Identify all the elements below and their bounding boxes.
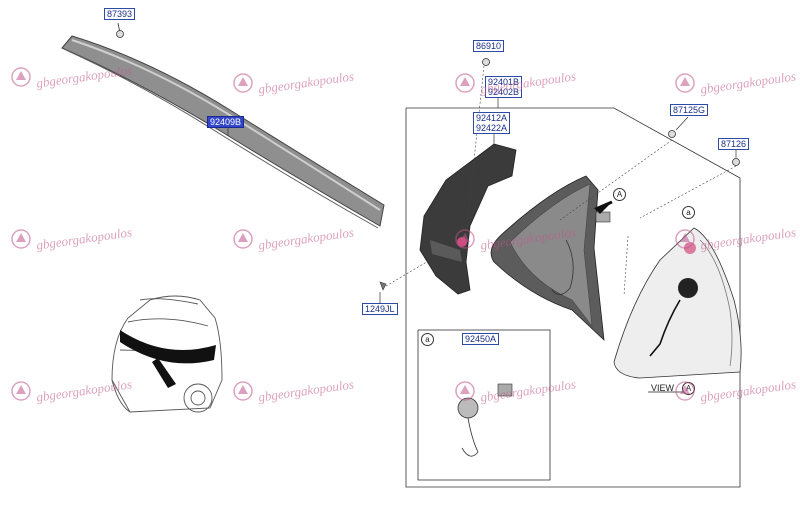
part-label-87126[interactable]: 87126 [718, 138, 750, 150]
bulb-socket-part [457, 383, 513, 457]
view-label: VIEW [651, 383, 675, 393]
arrow-A-marker: A [613, 188, 626, 201]
view-arrow-shaft [597, 200, 613, 210]
part-label-92401B-92402B[interactable]: 92401B 92402B [485, 76, 523, 98]
tail-lamp-part [490, 175, 611, 342]
subframe-a-marker: a [421, 333, 434, 346]
part-label-87393[interactable]: 87393 [104, 8, 136, 20]
lamp-rear-view-part [613, 227, 742, 379]
screw-86910 [482, 58, 490, 66]
screw-1249JL [379, 281, 387, 291]
part-label-92401B: 92401B [488, 77, 520, 87]
part-label-92402B: 92402B [488, 87, 520, 97]
car-lamp-mark [152, 358, 176, 388]
clip-87125G [668, 130, 676, 138]
part-label-92412A-92422A[interactable]: 92412A 92422A [473, 112, 511, 134]
rear-view-a-marker: a [682, 206, 695, 219]
part-label-92412A: 92412A [476, 113, 508, 123]
view-A-marker: A [682, 382, 695, 395]
part-label-87125G[interactable]: 87125G [670, 104, 709, 116]
part-label-92409B[interactable]: 92409B [207, 116, 245, 128]
car-taillight-highlight [120, 330, 216, 364]
leader-lines [385, 65, 737, 297]
part-label-86910[interactable]: 86910 [473, 40, 505, 52]
subframe-a [417, 329, 551, 481]
part-label-92422A: 92422A [476, 123, 508, 133]
part-label-1249JL[interactable]: 1249JL [362, 303, 398, 315]
clip-87126 [732, 158, 740, 166]
spoiler-strip-part [61, 35, 385, 229]
clip-87393-part [116, 22, 124, 38]
part-label-92450A[interactable]: 92450A [462, 333, 500, 345]
